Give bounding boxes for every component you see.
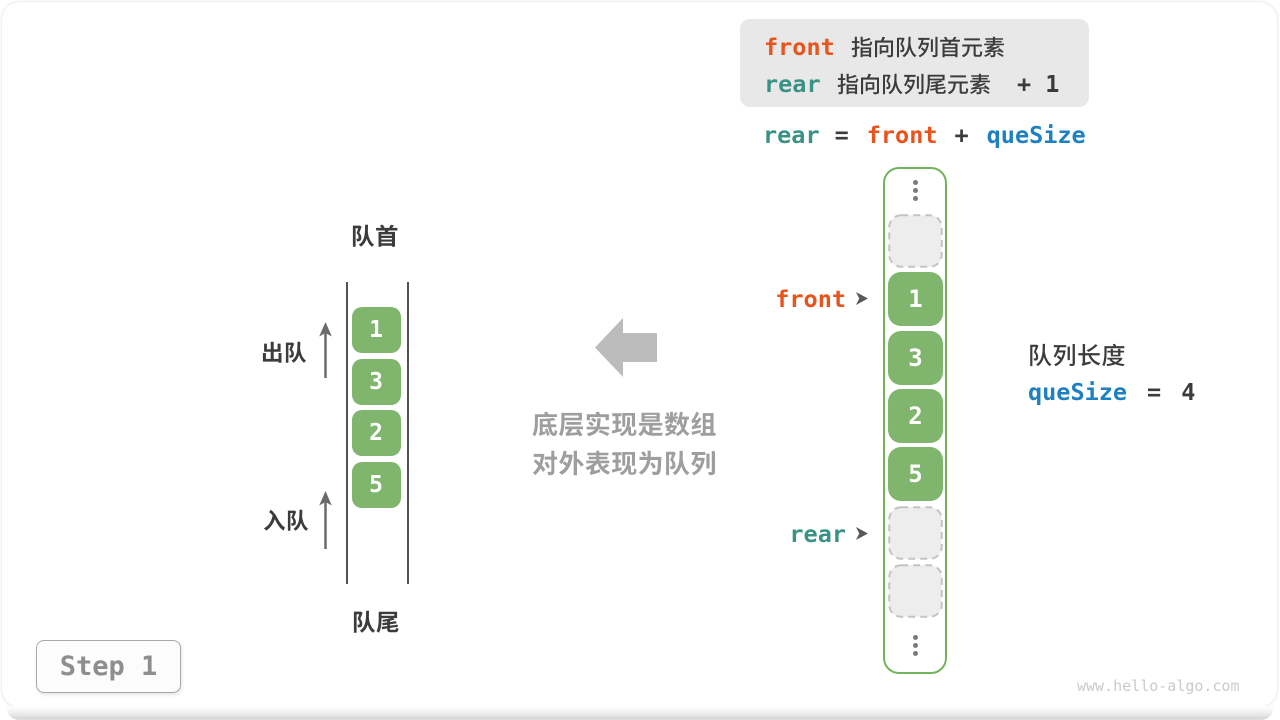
legend-line-rear: rear 指向队列尾元素 + 1: [764, 70, 1060, 98]
legend-front-desc-glyphs: [851, 36, 1004, 57]
array-cell-empty-top: [888, 214, 943, 268]
step-badge: Step 1: [36, 640, 181, 693]
queue-cell-1: 1: [351, 307, 401, 353]
enqueue-glyphs: [263, 510, 308, 532]
array-cell-1: 1: [888, 272, 943, 326]
array-cell-5-value: 5: [908, 460, 923, 488]
quesize-equation: queSize = 4: [1028, 378, 1196, 406]
queue-head-label: 队首: [351, 224, 399, 248]
formula-plus: +: [954, 120, 969, 149]
pointer-arrowhead-icon: [856, 527, 868, 540]
legend-rear-desc-glyphs: [837, 73, 990, 95]
rear-pointer: rear: [789, 519, 868, 548]
array-cell-empty-bottom: [888, 564, 943, 618]
legend-rear-token: rear: [764, 70, 821, 98]
legend-box: front 指向队列首元素 rear 指向队列尾元素 + 1: [740, 19, 1089, 107]
legend-line-front: front 指向队列首元素: [764, 32, 1005, 61]
queue-tail-label: 队尾: [352, 610, 400, 634]
dot: [913, 196, 918, 201]
enqueue-label: 入队: [263, 509, 309, 532]
queue-tail-glyphs: [353, 610, 398, 633]
formula-rear-equation: rear = front + queSize: [763, 120, 1086, 149]
queue-wall-left: [346, 282, 348, 584]
dot: [913, 650, 918, 656]
front-pointer-arrow: [856, 292, 868, 305]
array-cell-2: 2: [888, 389, 943, 443]
queue-cell-1-value: 1: [369, 317, 383, 343]
queue-length-title-label: 队列长度: [1028, 343, 1126, 367]
dequeue-glyphs: [262, 341, 306, 363]
note-line2-glyphs: [532, 450, 715, 475]
dot: [913, 180, 918, 185]
enqueue-arrow: [318, 491, 332, 549]
array-cell-empty-rear: [888, 506, 943, 560]
step-badge-label: Step 1: [59, 651, 158, 682]
array-cell-1-value: 1: [908, 285, 923, 313]
queue-cell-5: 5: [351, 461, 401, 508]
queue-cell-3: 3: [351, 358, 401, 405]
array-cell-3-value: 3: [908, 344, 923, 372]
rear-pointer-label: rear: [789, 519, 846, 548]
dequeue-label: 出队: [261, 341, 307, 364]
note-line1-label: 底层实现是数组: [532, 411, 716, 437]
queue-head-glyphs: [352, 224, 397, 247]
front-pointer-label: front: [775, 284, 846, 313]
dot: [913, 634, 918, 640]
formula-equals: =: [834, 120, 849, 149]
queue-cell-5-value: 5: [369, 471, 383, 498]
dequeue-arrow: [318, 322, 332, 378]
legend-rear-suffix: + 1: [1016, 70, 1060, 98]
array-cell-3: 3: [888, 331, 943, 385]
front-pointer: front: [775, 284, 868, 313]
big-left-arrow-icon: [595, 318, 657, 377]
legend-rear-desc-label: 指向队列尾元素: [837, 73, 991, 95]
page-bottom-shadow: [7, 706, 1273, 720]
array-ellipsis-bottom: [913, 634, 918, 656]
rear-pointer-arrow: [856, 527, 868, 540]
legend-front-token: front: [764, 32, 835, 61]
watermark: www.hello-algo.com: [1077, 677, 1240, 695]
queue-wall-right: [407, 282, 409, 584]
queue-length-title-glyphs: [1030, 343, 1125, 366]
quesize-value: 4: [1181, 378, 1196, 406]
dot: [913, 188, 918, 193]
formula-rear: rear: [763, 120, 820, 149]
pointer-arrowhead-icon: [856, 292, 868, 305]
note-line1-glyphs: [532, 411, 716, 437]
queue-cell-3-value: 3: [369, 368, 383, 395]
quesize-var: queSize: [1028, 378, 1128, 406]
array-cell-2-value: 2: [908, 402, 923, 430]
quesize-equals: =: [1147, 378, 1162, 406]
array-cell-5: 5: [888, 447, 943, 501]
dot: [913, 642, 918, 648]
queue-cell-2: 2: [351, 410, 401, 456]
formula-front: front: [866, 120, 938, 149]
queue-cell-2-value: 2: [369, 420, 383, 446]
note-line2-label: 对外表现为队列: [532, 450, 716, 476]
formula-quesize: queSize: [986, 120, 1086, 149]
array-ellipsis-top: [913, 180, 918, 201]
legend-front-desc-label: 指向队列首元素: [851, 36, 1005, 58]
